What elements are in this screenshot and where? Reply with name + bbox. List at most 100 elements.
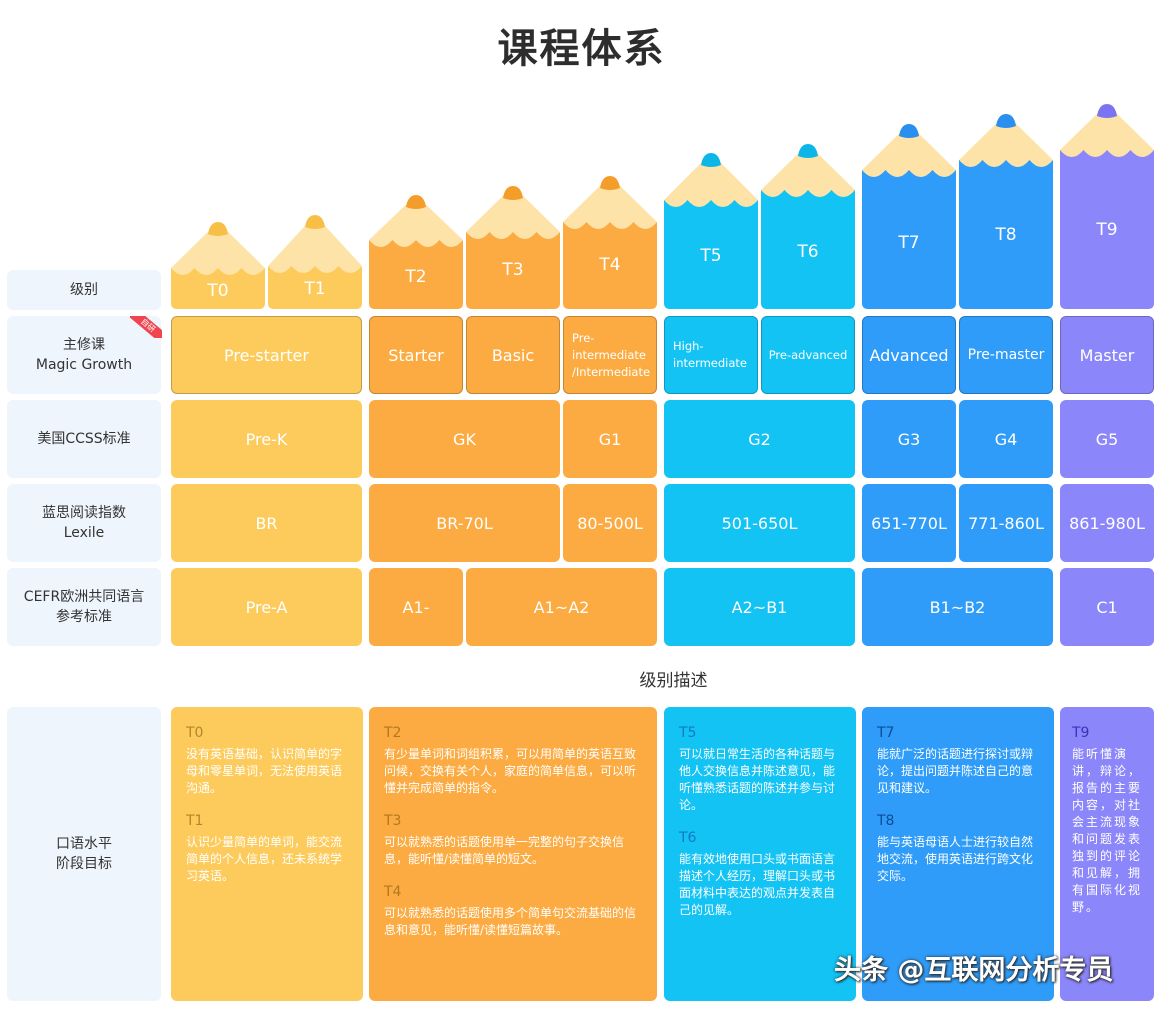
level-label-t6: T6: [797, 242, 819, 262]
pencil-wood-t7: [862, 124, 956, 177]
desc-block-t8: T8 能与英语母语人士进行较自然地交流，使用英语进行跨文化交际。: [877, 813, 1042, 885]
self-developed-badge: 自研: [130, 316, 162, 338]
pencil-wood-t8: [959, 114, 1053, 167]
pencil-tip-t8: [996, 114, 1016, 128]
desc-level-t0: T0: [186, 725, 204, 741]
desc-text-t0: 没有英语基础，认识简单的字母和零星单词，无法使用英语沟通。: [186, 747, 343, 795]
pencil-tip-t5: [701, 153, 721, 167]
row-header-cefr: CEFR欧洲共同语言 参考标准: [7, 568, 161, 646]
desc-panel-t0-t1: T0 没有英语基础，认识简单的字母和零星单词，无法使用英语沟通。 T1 认识少量…: [171, 707, 363, 1001]
lexile-501-650l: 501-650L: [664, 484, 855, 562]
desc-block-t9: T9 能听懂演讲，辩论，报告的主要内容，对社会主流现象和问题发表独到的评论和见解…: [1072, 725, 1146, 916]
lexile-br: BR: [171, 484, 362, 562]
desc-panel-t7-t8: T7 能就广泛的话题进行探讨或辩论，提出问题并陈述自己的意见和建议。 T8 能与…: [862, 707, 1054, 1001]
desc-text-t1: 认识少量简单的单词，能交流简单的个人信息，还未系统学习英语。: [186, 835, 343, 883]
ccss-g4: G4: [959, 400, 1053, 478]
row-header-lexile-line1: 蓝思阅读指数: [42, 505, 126, 521]
desc-block-t5: T5 可以就日常生活的各种话题与他人交换信息并陈述意见，能听懂熟悉话题的陈述并参…: [679, 725, 844, 814]
main-course-pre-master: Pre-master: [959, 316, 1053, 394]
cefr-a1-a2: A1~A2: [466, 568, 657, 646]
pencil-wood-t3: [466, 186, 560, 239]
main-course-pre-intermediate: Pre- intermediate /Intermediate: [563, 316, 657, 394]
pencil-tip-t2: [406, 195, 426, 209]
desc-text-t7: 能就广泛的话题进行探讨或辩论，提出问题并陈述自己的意见和建议。: [877, 747, 1034, 795]
desc-text-t5: 可以就日常生活的各种话题与他人交换信息并陈述意见，能听懂熟悉话题的陈述并参与讨论…: [679, 747, 836, 812]
main-course-pre-intermediate-text: Pre- intermediate /Intermediate: [572, 330, 650, 381]
pre-intermediate-line1: Pre-: [572, 330, 595, 345]
row-header-level-label: 级别: [70, 282, 98, 298]
high-intermediate-line2: intermediate: [673, 356, 747, 370]
pencil-wood-t5: [664, 153, 758, 207]
desc-level-t9: T9: [1072, 725, 1090, 741]
desc-text-t9: 能听懂演讲，辩论，报告的主要内容，对社会主流现象和问题发表独到的评论和见解，拥有…: [1072, 747, 1143, 914]
level-label-t4: T4: [599, 255, 621, 275]
desc-block-t0: T0 没有英语基础，认识简单的字母和零星单词，无法使用英语沟通。: [186, 725, 351, 797]
row-header-lexile-line2: Lexile: [63, 525, 105, 541]
row-header-lexile: 蓝思阅读指数 Lexile: [7, 484, 161, 562]
desc-block-t6: T6 能有效地使用口头或书面语言描述个人经历，理解口头或书面材料中表达的观点并发…: [679, 830, 844, 919]
desc-block-t4: T4 可以就熟悉的话题使用多个简单句交流基础的信息和意见，能听懂/读懂短篇故事。: [384, 884, 645, 939]
row-header-main-course: 主修课 Magic Growth: [7, 316, 161, 394]
desc-level-t1: T1: [186, 813, 204, 829]
level-label-t9: T9: [1096, 220, 1118, 240]
pencil-wood-t9: [1060, 104, 1154, 157]
main-course-basic: Basic: [466, 316, 560, 394]
row-header-main-course-line1: 主修课: [63, 337, 105, 353]
row-header-ccss: 美国CCSS标准: [7, 400, 161, 478]
desc-text-t8: 能与英语母语人士进行较自然地交流，使用英语进行跨文化交际。: [877, 835, 1034, 883]
desc-panel-t9: T9 能听懂演讲，辩论，报告的主要内容，对社会主流现象和问题发表独到的评论和见解…: [1060, 707, 1154, 1001]
pencil-wood-t2: [369, 195, 463, 247]
pencil-tip-t0: [208, 222, 228, 236]
level-label-t5: T5: [700, 246, 722, 266]
pencil-tip-t1: [305, 215, 325, 229]
lexile-651-770l: 651-770L: [862, 484, 956, 562]
ccss-pre-k: Pre-K: [171, 400, 362, 478]
row-header-cefr-line2: 参考标准: [56, 609, 112, 625]
ccss-g1: G1: [563, 400, 657, 478]
desc-level-t6: T6: [679, 830, 697, 846]
level-label-t3: T3: [502, 260, 524, 280]
level-label-t1: T1: [304, 279, 326, 299]
pencil-tip-t9: [1097, 104, 1117, 118]
desc-block-t2: T2 有少量单词和词组积累，可以用简单的英语互致问候，交换有关个人，家庭的简单信…: [384, 725, 645, 797]
pre-intermediate-line3: /Intermediate: [572, 364, 651, 379]
pencil-tip-t3: [503, 186, 523, 200]
pencil-wood-t0: [171, 222, 265, 275]
desc-block-t7: T7 能就广泛的话题进行探讨或辩论，提出问题并陈述自己的意见和建议。: [877, 725, 1042, 797]
level-label-t2: T2: [405, 267, 427, 287]
pencil-tip-t7: [899, 124, 919, 138]
ccss-g5: G5: [1060, 400, 1154, 478]
level-label-t7: T7: [898, 233, 920, 253]
main-course-pre-advanced: Pre-advanced: [761, 316, 855, 394]
desc-level-t3: T3: [384, 813, 402, 829]
pencil-wood-t6: [761, 144, 855, 197]
desc-text-t3: 可以就熟悉的话题使用单一完整的句子交换信息，能听懂/读懂简单的短文。: [384, 835, 625, 866]
lexile-861-980l: 861-980L: [1060, 484, 1154, 562]
desc-panel-t5-t6: T5 可以就日常生活的各种话题与他人交换信息并陈述意见，能听懂熟悉话题的陈述并参…: [664, 707, 856, 1001]
desc-text-t4: 可以就熟悉的话题使用多个简单句交流基础的信息和意见，能听懂/读懂短篇故事。: [384, 906, 637, 937]
cefr-a2-b1: A2~B1: [664, 568, 855, 646]
ccss-gk: GK: [369, 400, 560, 478]
row-header-ccss-label: 美国CCSS标准: [37, 431, 131, 447]
lexile-br-70l: BR-70L: [369, 484, 560, 562]
row-header-speaking-line1: 口语水平: [56, 836, 112, 852]
badge-label: 自研: [130, 316, 162, 338]
watermark: 头条 @互联网分析专员: [834, 955, 1114, 986]
main-course-advanced: Advanced: [862, 316, 956, 394]
ccss-g3: G3: [862, 400, 956, 478]
desc-level-t2: T2: [384, 725, 402, 741]
row-header-speaking-line2: 阶段目标: [56, 856, 112, 872]
row-header-speaking: 口语水平 阶段目标: [7, 707, 161, 1001]
desc-panel-t2-t4: T2 有少量单词和词组积累，可以用简单的英语互致问候，交换有关个人，家庭的简单信…: [369, 707, 657, 1001]
pencil-wood-t1: [268, 215, 362, 273]
cefr-b1-b2: B1~B2: [862, 568, 1053, 646]
lexile-771-860l: 771-860L: [959, 484, 1053, 562]
level-description-title: 级别描述: [639, 671, 708, 691]
main-course-high-intermediate-text: High- intermediate: [673, 338, 747, 372]
page-title: 课程体系: [497, 26, 666, 72]
desc-level-t8: T8: [877, 813, 895, 829]
pencil-wood-t4: [563, 176, 657, 229]
lexile-80-500l: 80-500L: [563, 484, 657, 562]
desc-level-t5: T5: [679, 725, 697, 741]
main-course-high-intermediate: High- intermediate: [664, 316, 758, 394]
